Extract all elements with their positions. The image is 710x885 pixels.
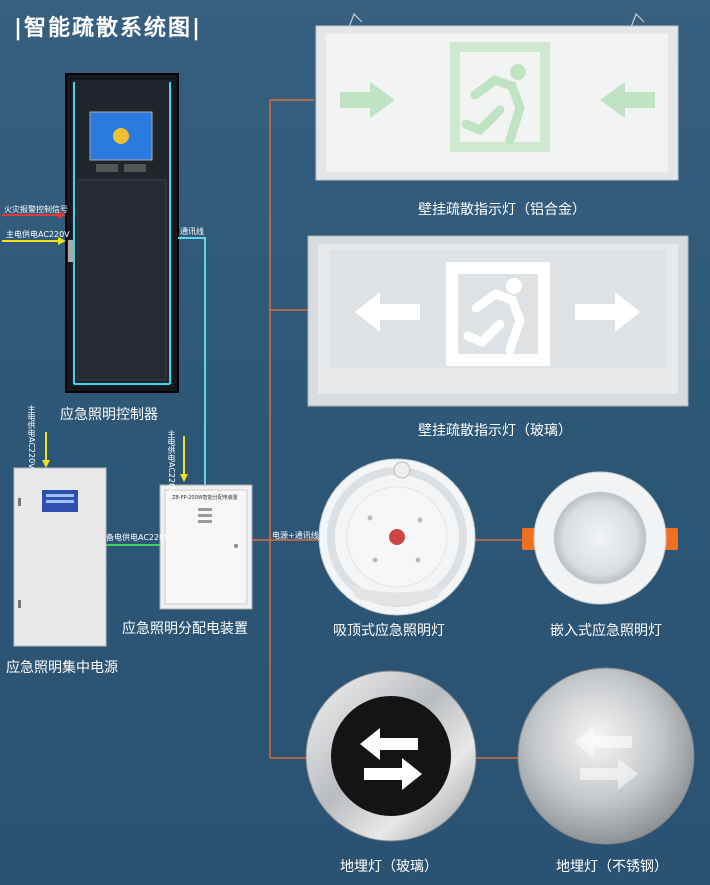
power-comm-label: 电源+通讯线 — [272, 531, 319, 540]
power-supply-cabinet — [13, 467, 107, 647]
main-power-label-2: 主电供电AC220V — [27, 405, 36, 469]
distribution-box — [159, 484, 253, 610]
page-title: |智能疏散系统图| — [14, 16, 203, 41]
controller-cabinet — [65, 73, 179, 393]
controller-label: 应急照明控制器 — [60, 407, 158, 423]
floor-glass-label: 地埋灯（玻璃） — [340, 859, 438, 875]
recessed-lamp-label: 嵌入式应急照明灯 — [550, 623, 662, 639]
fire-signal-label: 火灾报警控制信号 — [4, 205, 68, 214]
sign-glass-label: 壁挂疏散指示灯（玻璃） — [418, 423, 572, 439]
power-supply-label: 应急照明集中电源 — [6, 660, 118, 676]
comm-line — [178, 237, 206, 485]
backup-power-label: 备电供电AC220V — [106, 533, 170, 542]
distribution-panel-text: ZB-FP-200W智能分配电装置 — [172, 495, 238, 501]
bus-lines — [252, 99, 530, 759]
recessed-lamp — [522, 471, 678, 605]
sign-aluminum-label: 壁挂疏散指示灯（铝合金） — [418, 202, 586, 218]
floor-lamp-steel — [517, 667, 695, 845]
main-power-label-1: 主电供电AC220V — [6, 230, 70, 239]
sign-glass — [307, 235, 689, 407]
distribution-label: 应急照明分配电装置 — [122, 621, 248, 637]
main-power-label-3: 主电供电AC220V — [167, 430, 176, 494]
floor-lamp-glass — [305, 670, 477, 842]
sign-aluminum — [315, 12, 679, 181]
ceiling-lamp-label: 吸顶式应急照明灯 — [333, 623, 445, 639]
floor-steel-label: 地埋灯（不锈钢） — [556, 859, 668, 875]
comm-line-label: 通讯线 — [180, 227, 204, 236]
ceiling-lamp — [318, 458, 476, 616]
